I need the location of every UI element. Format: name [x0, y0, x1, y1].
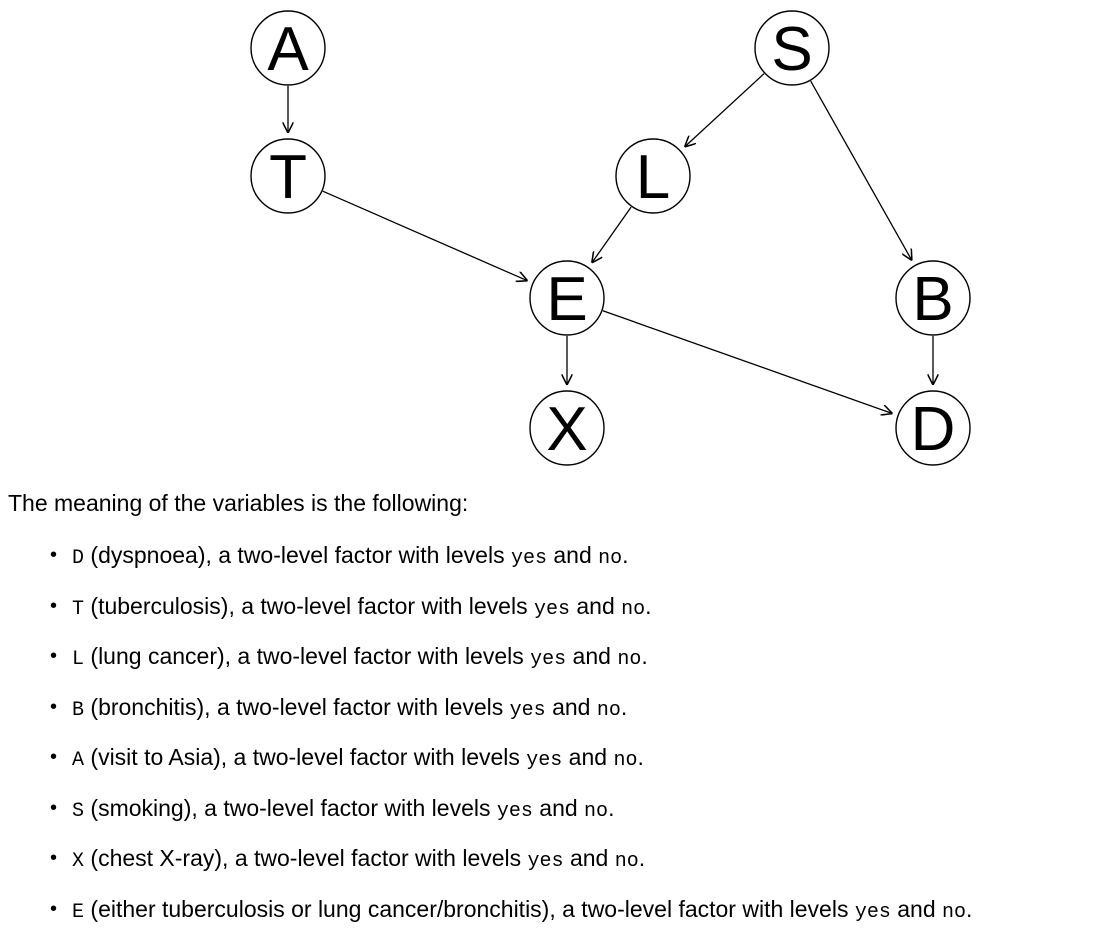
bullet-icon: • — [50, 589, 57, 623]
level-yes: yes — [534, 598, 570, 621]
bullet-icon: • — [50, 690, 57, 724]
variable-description: (tuberculosis), a two-level factor with … — [84, 593, 534, 619]
node-label: A — [267, 15, 309, 84]
node-label: T — [269, 143, 307, 212]
edge-t-to-e — [323, 191, 528, 281]
conjunction: and — [891, 896, 942, 922]
node-layer: A S T LE B X D — [251, 11, 970, 465]
variable-code: S — [72, 800, 84, 823]
period: . — [622, 542, 628, 568]
node-b: B — [896, 261, 970, 335]
bullet-icon: • — [50, 791, 57, 825]
level-yes: yes — [526, 749, 562, 772]
list-item: • A (visit to Asia), a two-level factor w… — [0, 740, 972, 791]
list-item: • T (tuberculosis), a two-level factor wi… — [0, 589, 972, 640]
node-label: L — [636, 143, 670, 212]
list-item: • X (chest X-ray), a two-level factor wit… — [0, 841, 972, 892]
node-x: X — [530, 391, 604, 465]
level-yes: yes — [511, 547, 547, 570]
level-no: no — [584, 800, 608, 823]
list-item: • B (bronchitis), a two-level factor with… — [0, 690, 972, 741]
period: . — [608, 795, 614, 821]
edge-l-to-e — [592, 207, 631, 263]
bullet-icon: • — [50, 639, 57, 673]
node-s: S — [755, 11, 829, 85]
level-yes: yes — [497, 800, 533, 823]
period: . — [637, 744, 643, 770]
variable-list: • D (dyspnoea), a two-level factor with l… — [0, 538, 972, 942]
variable-description: (either tuberculosis or lung cancer/bron… — [84, 896, 855, 922]
period: . — [621, 694, 627, 720]
conjunction: and — [564, 845, 615, 871]
level-no: no — [621, 598, 645, 621]
variable-description: (dyspnoea), a two-level factor with leve… — [84, 542, 511, 568]
variable-code: B — [72, 699, 84, 722]
edge-s-to-b — [811, 81, 912, 260]
bayesian-network-diagram: A S T LE B X D — [0, 0, 1104, 480]
node-e: E — [530, 261, 604, 335]
level-no: no — [942, 901, 966, 924]
level-yes: yes — [528, 850, 564, 873]
list-item: • S (smoking), a two-level factor with le… — [0, 791, 972, 842]
node-l: L — [616, 139, 690, 213]
variables-intro: The meaning of the variables is the foll… — [8, 488, 468, 518]
level-yes: yes — [530, 648, 566, 671]
period: . — [966, 896, 972, 922]
variable-code: E — [72, 901, 84, 924]
edge-s-to-l — [685, 74, 764, 147]
variable-code: D — [72, 547, 84, 570]
variable-code: T — [72, 598, 84, 621]
period: . — [639, 845, 645, 871]
edge-layer — [288, 74, 933, 414]
conjunction: and — [570, 593, 621, 619]
variable-description: (lung cancer), a two-level factor with l… — [84, 643, 530, 669]
node-d: D — [896, 391, 970, 465]
conjunction: and — [566, 643, 617, 669]
list-item: • E (either tuberculosis or lung cancer/b… — [0, 892, 972, 942]
bullet-icon: • — [50, 892, 57, 926]
conjunction: and — [547, 542, 598, 568]
level-no: no — [598, 547, 622, 570]
variable-description: (chest X-ray), a two-level factor with l… — [84, 845, 528, 871]
conjunction: and — [546, 694, 597, 720]
variable-code: L — [72, 648, 84, 671]
period: . — [645, 593, 651, 619]
edge-e-to-d — [603, 311, 893, 414]
variable-description: (bronchitis), a two-level factor with le… — [84, 694, 510, 720]
node-label: S — [771, 15, 812, 84]
level-no: no — [617, 648, 641, 671]
list-item: • L (lung cancer), a two-level factor wit… — [0, 639, 972, 690]
bullet-icon: • — [50, 538, 57, 572]
variable-description: (smoking), a two-level factor with level… — [84, 795, 497, 821]
conjunction: and — [533, 795, 584, 821]
variable-code: A — [72, 749, 84, 772]
level-no: no — [615, 850, 639, 873]
node-label: X — [546, 395, 587, 464]
node-a: A — [251, 11, 325, 85]
bullet-icon: • — [50, 841, 57, 875]
period: . — [641, 643, 647, 669]
variable-code: X — [72, 850, 84, 873]
list-item: • D (dyspnoea), a two-level factor with l… — [0, 538, 972, 589]
bullet-icon: • — [50, 740, 57, 774]
level-no: no — [597, 699, 621, 722]
node-t: T — [251, 139, 325, 213]
level-no: no — [613, 749, 637, 772]
variable-description: (visit to Asia), a two-level factor with… — [84, 744, 526, 770]
node-label: E — [546, 265, 587, 334]
level-yes: yes — [510, 699, 546, 722]
conjunction: and — [562, 744, 613, 770]
node-label: B — [912, 265, 953, 334]
level-yes: yes — [855, 901, 891, 924]
node-label: D — [911, 395, 956, 464]
